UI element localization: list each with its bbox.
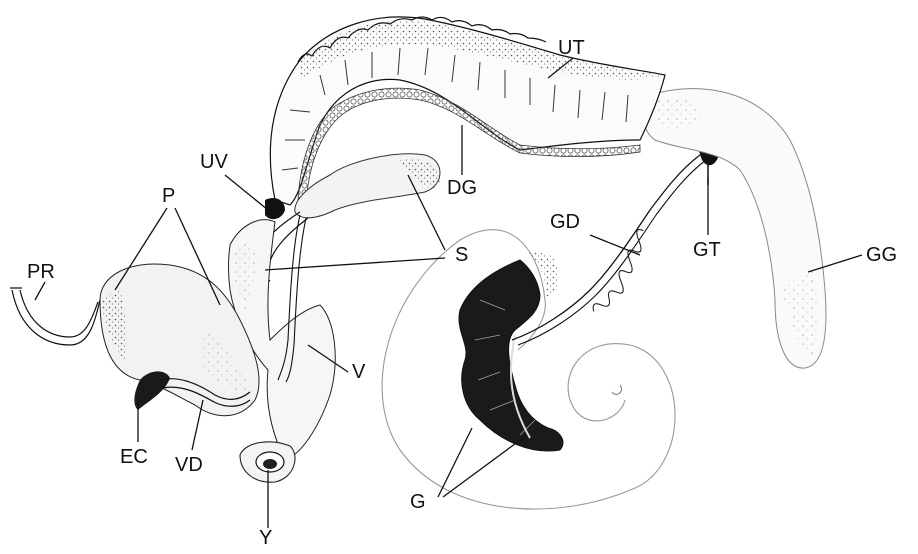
label-vd: VD xyxy=(175,455,203,475)
leader-uv xyxy=(225,175,268,210)
leader-vd xyxy=(192,400,203,450)
label-s: S xyxy=(455,245,468,265)
leader-g-a xyxy=(438,428,472,497)
label-gd: GD xyxy=(550,212,580,232)
leader-pr xyxy=(35,282,45,300)
label-v: V xyxy=(352,362,365,382)
label-y: Y xyxy=(259,528,272,548)
label-gg: GG xyxy=(866,245,897,265)
label-uv: UV xyxy=(200,152,228,172)
label-dg: DG xyxy=(447,178,477,198)
spiral-outline-inner xyxy=(568,344,675,490)
duct-gd xyxy=(512,155,700,340)
atrium-inner xyxy=(263,459,277,469)
label-g: G xyxy=(410,492,426,512)
leader-g-b xyxy=(443,435,527,497)
leader-gd xyxy=(590,235,640,255)
label-p: P xyxy=(162,186,175,206)
spiral-tail xyxy=(612,385,621,394)
duct-gd-coils xyxy=(572,227,666,315)
retractor-pr xyxy=(12,290,100,345)
label-pr: PR xyxy=(27,262,55,282)
leader-s-b xyxy=(265,258,445,270)
label-ut: UT xyxy=(558,38,585,58)
label-ec: EC xyxy=(120,447,148,467)
label-gt: GT xyxy=(693,240,721,260)
duct-gd-inner xyxy=(518,160,706,345)
